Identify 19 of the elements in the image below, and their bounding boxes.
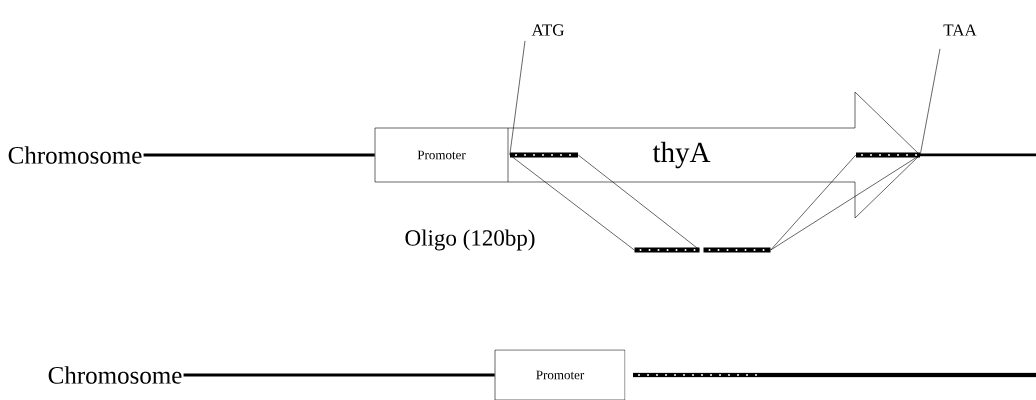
chromosome-line: [143, 153, 375, 157]
codon-label: ATG: [531, 24, 564, 36]
homology-arm: [510, 152, 578, 158]
mapping-line: [770, 154, 921, 251]
oligo-segment: [703, 247, 771, 253]
mapping-line: [770, 154, 857, 251]
oligo-segment: [634, 247, 700, 253]
mapping-line: [509, 154, 635, 251]
promoter-box: Promoter: [374, 127, 509, 183]
mapping-line: [509, 40, 526, 156]
mapping-line: [577, 154, 700, 251]
oligo-label: Oligo (120bp): [405, 229, 535, 251]
codon-label: TAA: [943, 24, 977, 36]
homology-arm: [856, 152, 920, 158]
chromosome-line: [183, 373, 495, 377]
chromosome-label: Chromosome: [48, 366, 182, 384]
chromosome-label: Chromosome: [8, 146, 142, 164]
mapping-line: [919, 48, 941, 156]
promoter-box: Promoter: [494, 349, 626, 400]
